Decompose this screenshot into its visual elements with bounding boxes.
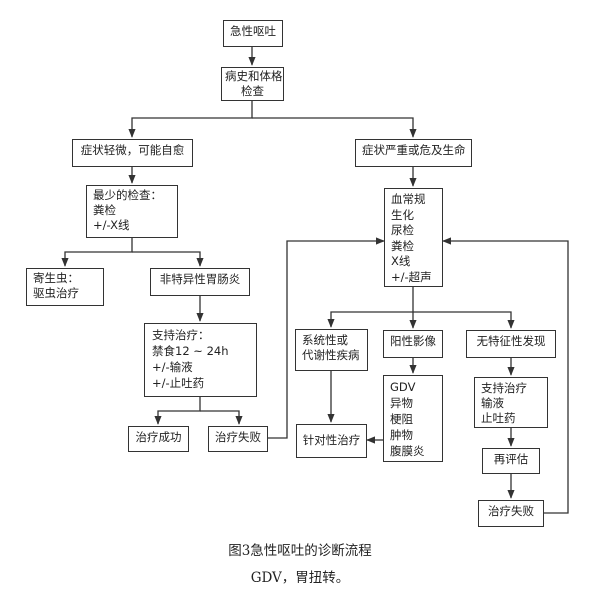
node-positive-imaging: 阳性影像 <box>383 330 443 358</box>
edge-supportive-fail <box>200 410 243 425</box>
edge-history-split <box>128 100 253 138</box>
edge-history-severe <box>252 117 417 138</box>
edge-fail1-loop <box>268 237 385 439</box>
node-mild-symptoms: 症状轻微，可能自愈 <box>72 139 193 167</box>
node-systemic-metabolic: 系统性或 代谢性疾病 <box>295 329 368 371</box>
node-nonspecific-findings: 无特征性发现 <box>466 330 556 358</box>
node-acute-vomiting: 急性呕吐 <box>223 20 283 47</box>
node-supportive-care-2: 支持治疗 输液 止吐药 <box>474 377 548 428</box>
node-supportive-care: 支持治疗： 禁食12 ~ 24h +/-输液 +/-止吐药 <box>144 323 257 397</box>
edge-labs-split <box>327 287 414 328</box>
node-parasite: 寄生虫： 驱虫治疗 <box>26 268 104 306</box>
figure-footnote: GDV，胃扭转。 <box>250 570 350 586</box>
edge-labs-nonspecific <box>413 311 515 329</box>
node-history-exam: 病史和体格 检查 <box>221 67 284 101</box>
node-minimal-exam: 最少的检查： 粪检 +/-X线 <box>86 185 178 238</box>
figure-caption: 图3急性呕吐的诊断流程 <box>228 543 372 559</box>
node-treatment-failure-2: 治疗失败 <box>478 500 544 527</box>
edge-supportive-split <box>154 397 201 425</box>
node-reassess: 再评估 <box>482 448 540 474</box>
node-treatment-success: 治疗成功 <box>128 426 189 452</box>
edge-minexam-nonspecific <box>132 251 204 267</box>
node-severe-symptoms: 症状严重或危及生命 <box>355 139 472 167</box>
node-targeted-treatment: 针对性治疗 <box>296 424 367 458</box>
edge-fail2-loop <box>442 237 569 514</box>
node-treatment-failure-1: 治疗失败 <box>208 426 268 452</box>
node-positive-findings-list: GDV 异物 梗阻 肿物 腹膜炎 <box>383 375 443 462</box>
edge-minexam-split <box>61 238 133 267</box>
node-nonspecific-gastroenteritis: 非特异性胃肠炎 <box>150 268 250 296</box>
node-lab-tests: 血常规 生化 尿检 粪检 X线 +/-超声 <box>384 188 443 287</box>
